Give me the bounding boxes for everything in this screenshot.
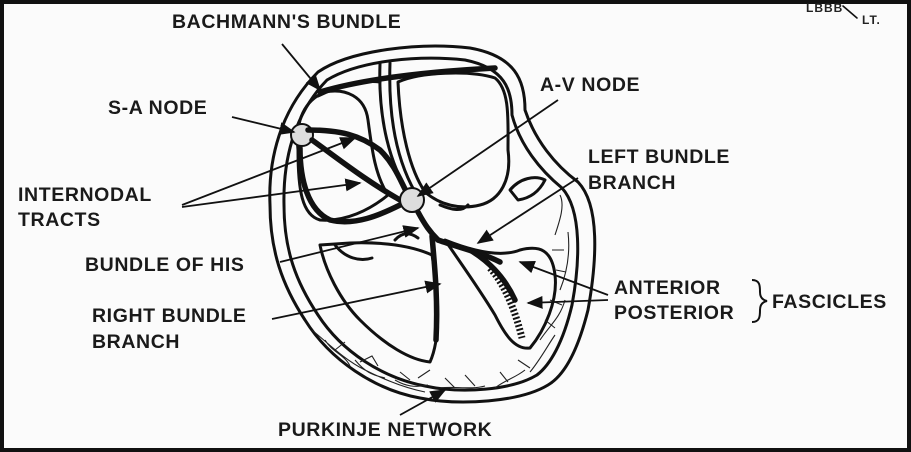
leader-internodal-1 [181, 137, 357, 206]
bundle-of-his-tract [415, 209, 441, 243]
leader-internodal-2 [181, 178, 362, 208]
corner-note-stroke [842, 5, 858, 19]
anterior-fascicle-tract [467, 247, 518, 303]
label-left-bundle-line1: LEFT BUNDLE [588, 146, 730, 168]
label-right-bundle-line1: RIGHT BUNDLE [92, 305, 247, 327]
right-bundle-branch-tract [429, 233, 440, 343]
corner-note-line1: LBBB [806, 1, 843, 15]
corner-note-line2: LT. [862, 13, 881, 27]
label-bachmanns-bundle: BACHMANN'S BUNDLE [172, 11, 401, 33]
leader-bundle-his [279, 225, 420, 263]
leader-left-bundle [476, 177, 579, 244]
bachmanns-bundle [317, 65, 498, 95]
label-posterior: POSTERIOR [614, 302, 734, 324]
internodal-tract-3 [297, 145, 403, 225]
corner-note: LBBB LT. [806, 1, 881, 27]
label-fascicles: FASCICLES [772, 291, 887, 313]
label-anterior: ANTERIOR [614, 277, 721, 299]
leader-av-node [416, 99, 559, 197]
leader-purkinje [399, 389, 447, 416]
fascicles-brace [751, 279, 768, 323]
posterior-fascicle-tract [487, 265, 526, 339]
internodal-tract-2 [309, 137, 403, 203]
label-av-node: A-V NODE [540, 74, 640, 96]
leader-posterior [526, 295, 609, 309]
label-sa-node: S-A NODE [108, 97, 207, 119]
labels: BACHMANN'S BUNDLE S-A NODE A-V NODE INTE… [18, 11, 887, 441]
label-internodal-line1: INTERNODAL [18, 184, 152, 206]
internodal-tract-1 [305, 127, 411, 198]
leader-sa-node [231, 116, 296, 135]
leader-bachmann [281, 43, 322, 92]
heart-outline [268, 44, 597, 404]
label-bundle-of-his: BUNDLE OF HIS [85, 254, 244, 276]
leader-anterior [518, 261, 609, 296]
av-node [399, 187, 425, 213]
label-left-bundle-line2: BRANCH [588, 172, 676, 194]
leader-lines [181, 43, 609, 416]
label-right-bundle-line2: BRANCH [92, 331, 180, 353]
conduction-system [290, 65, 526, 343]
label-purkinje-network: PURKINJE NETWORK [278, 419, 492, 441]
label-internodal-line2: TRACTS [18, 209, 101, 231]
leader-right-bundle [271, 280, 442, 320]
